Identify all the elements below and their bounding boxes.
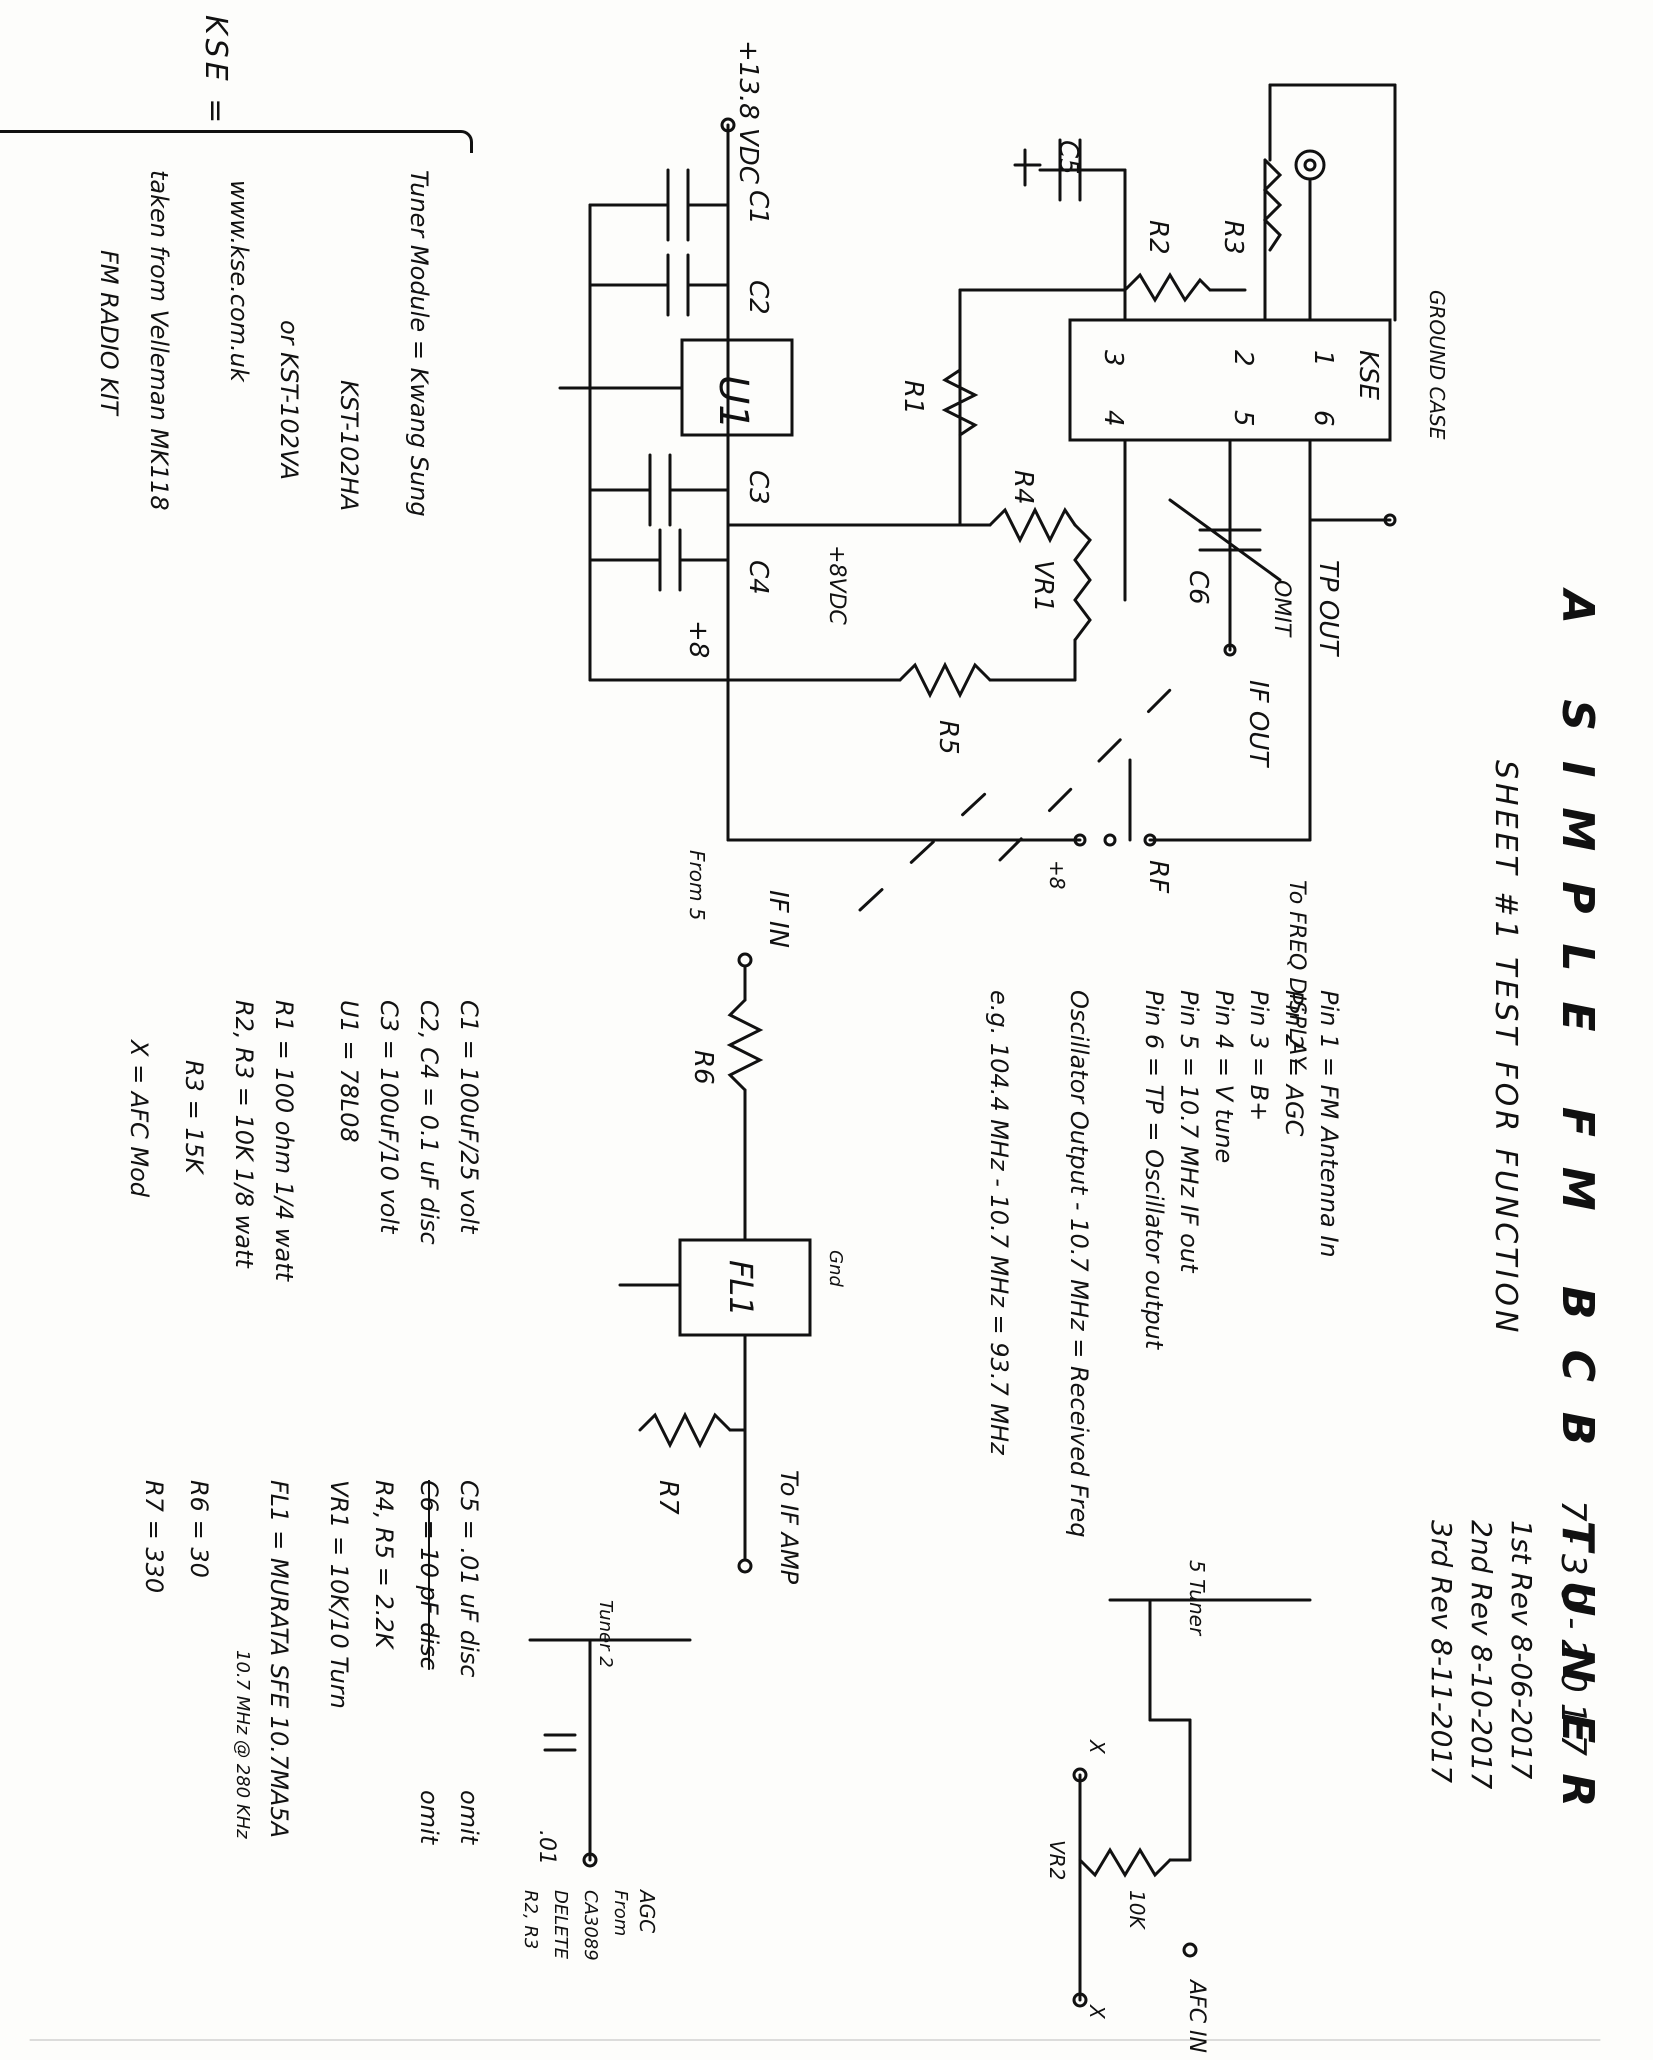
r10k-label: 10K: [1125, 1890, 1149, 1930]
r4-zigzag: [988, 506, 1077, 544]
c5-label: C5: [1053, 140, 1083, 175]
rf-label: RF: [1143, 860, 1173, 894]
x-top-label: X: [1085, 1739, 1109, 1755]
ground-case-label: GROUND CASE: [1425, 290, 1449, 440]
pin2-label: 2: [1228, 350, 1258, 367]
antenna-connector: [1294, 149, 1326, 181]
fl1-gnd-label: Gnd: [825, 1250, 846, 1287]
vr2-label: VR2: [1045, 1840, 1069, 1880]
v8-label: +8VDC: [824, 545, 849, 625]
r6-label: R6: [688, 1050, 718, 1085]
r1-zigzag: [941, 368, 979, 437]
c4-label: C4: [743, 560, 773, 595]
agc-note-4: DELETE: [550, 1890, 571, 1960]
agc-note-2: From: [610, 1890, 631, 1936]
c3-label: C3: [743, 470, 773, 505]
if-out-label: IF OUT: [1243, 680, 1273, 768]
vdc-terminal: [720, 117, 736, 133]
r3-label: R3: [1218, 220, 1248, 255]
plus8-label: +8: [683, 620, 713, 658]
r7-label: R7: [653, 1480, 683, 1515]
pin3-label: 3: [1098, 350, 1128, 367]
afc-in-label: AFC IN: [1184, 1978, 1209, 2053]
vdc-label: +13.8 VDC: [733, 40, 763, 185]
x-bottom-label: X: [1085, 2004, 1109, 2020]
c1-label: C1: [743, 190, 773, 225]
to-freq-label: To FREQ DISPLAY: [1284, 880, 1309, 1070]
kse-box-label: KSE: [1353, 350, 1383, 401]
r5-label: R5: [933, 720, 963, 755]
agc-note-1: AGC: [635, 1888, 659, 1933]
agc-note-3: CA3089: [580, 1890, 601, 1961]
r1-label: R1: [898, 380, 928, 415]
cap01-label: .01: [534, 1830, 559, 1865]
pin6-label: 6: [1308, 410, 1338, 427]
pin1-label: 1: [1308, 350, 1338, 367]
plus8b-label: +8: [1045, 860, 1069, 889]
vr1-zigzag: [1073, 523, 1092, 642]
u1-label: U1: [710, 375, 756, 430]
vr1-label: VR1: [1028, 560, 1058, 612]
omit-c6-label: OMIT: [1269, 580, 1294, 638]
c2-label: C2: [743, 280, 773, 315]
tuner2-label: Tuner 2: [595, 1600, 616, 1668]
fl1-label: FL1: [722, 1260, 760, 1317]
tp-out-label: TP OUT: [1313, 560, 1343, 657]
c6-label: C6: [1183, 570, 1213, 605]
agc-note-5: R2, R3: [520, 1890, 541, 1949]
r5-zigzag: [898, 661, 992, 699]
if-in-label: IF IN: [763, 890, 793, 948]
r6-zigzag: [726, 998, 764, 1092]
r2-label: R2: [1143, 220, 1173, 255]
from5-label: From 5: [685, 850, 709, 921]
tuner5-label: 5 Tuner: [1185, 1560, 1209, 1637]
pin5-label: 5: [1228, 410, 1258, 427]
r4-label: R4: [1008, 470, 1038, 505]
pin4-label: 4: [1098, 410, 1128, 427]
